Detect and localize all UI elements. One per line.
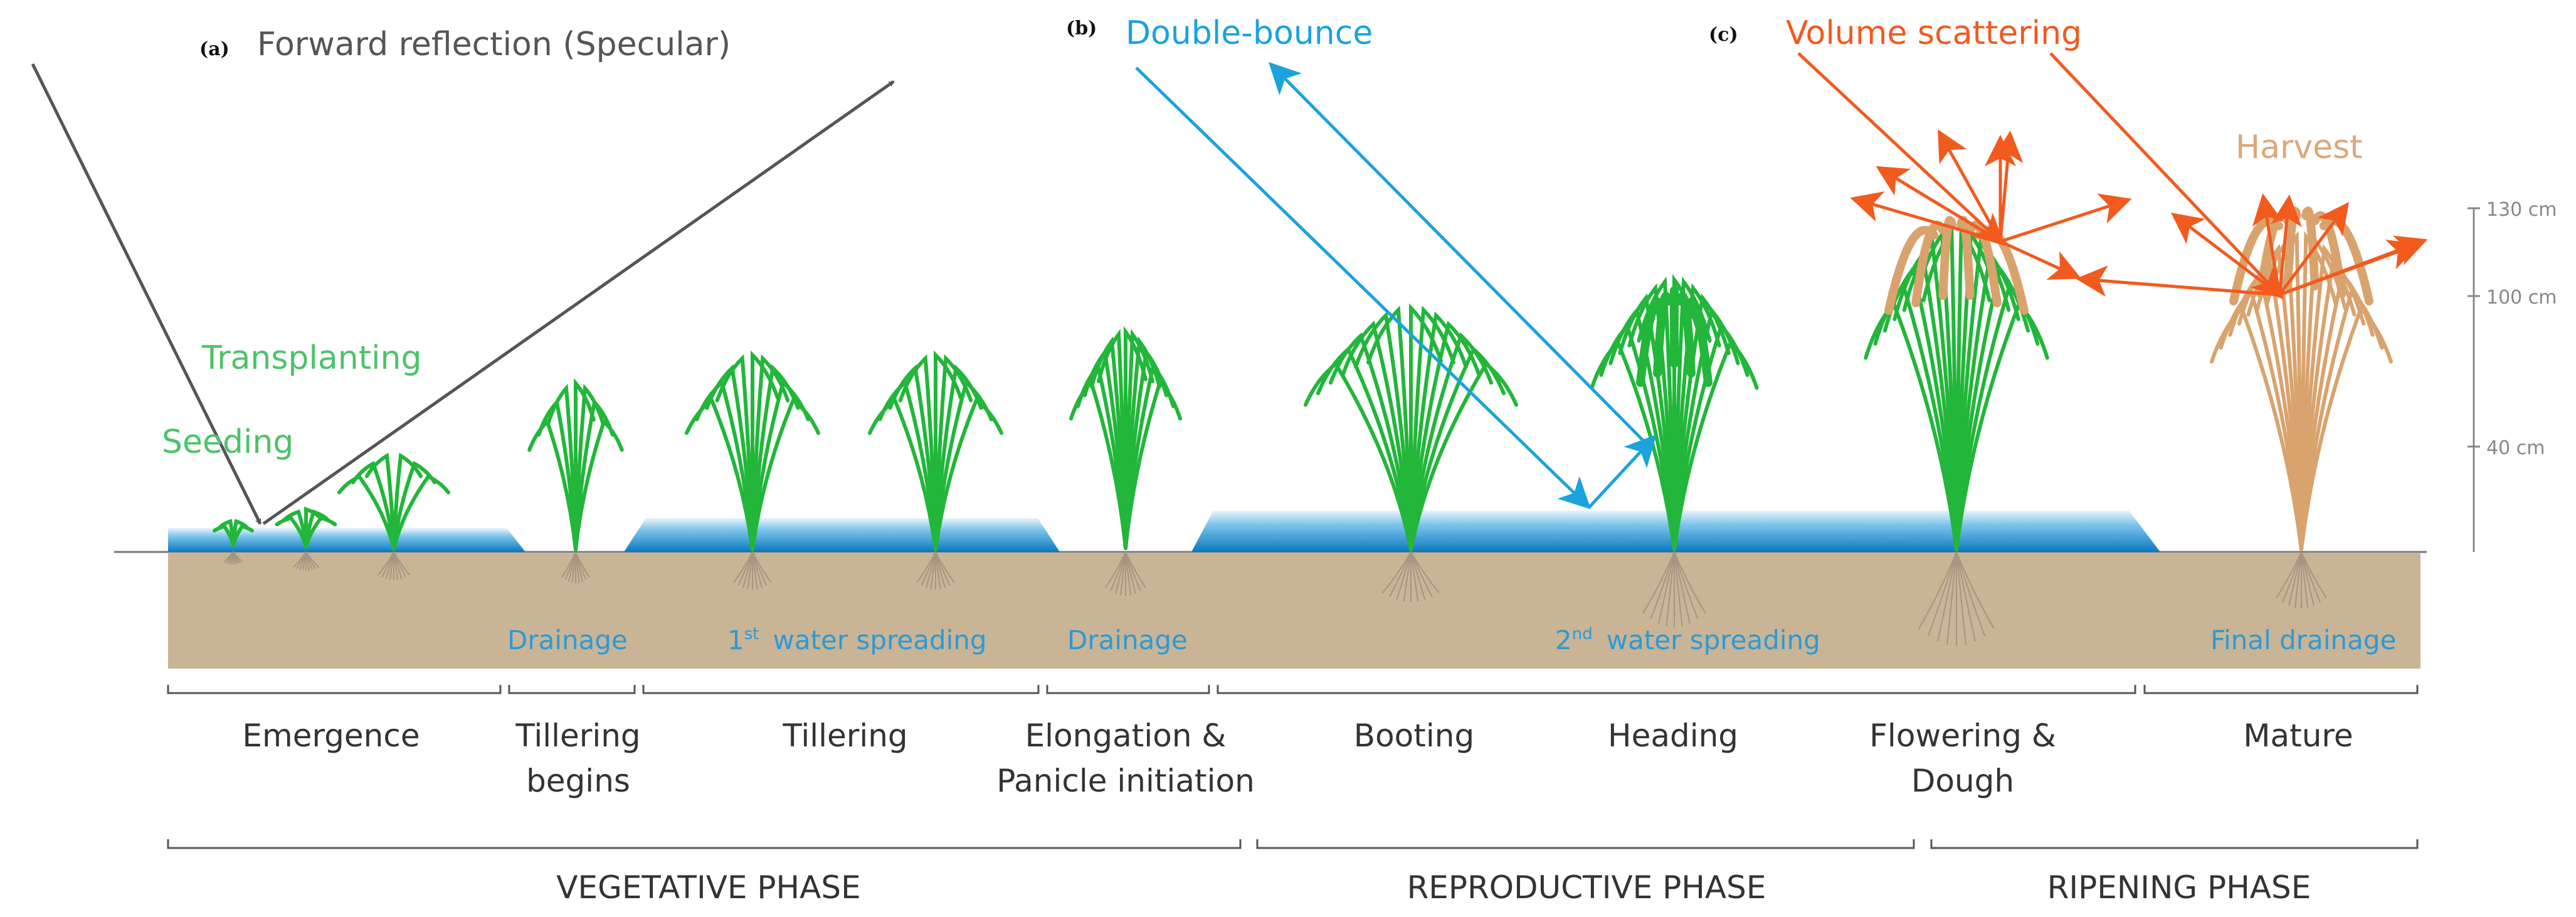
seedling-plant [213, 519, 254, 548]
incident-arrow-c1 [1797, 52, 2005, 246]
incident-arrow-c2 [2049, 52, 2284, 300]
reflected-arrow-a [262, 80, 895, 526]
scatter-arrow-c1-1 [1850, 191, 2001, 243]
stage-label-booting: Booting [1354, 718, 1474, 754]
heading-panicles [1636, 285, 1713, 387]
transplant-roots [293, 551, 319, 571]
stage-brackets [167, 685, 2419, 694]
stage-label-heading: Heading [1608, 718, 1738, 754]
stage-label-emergence: Emergence [242, 718, 420, 754]
drainage-label-1: Drainage [507, 625, 628, 655]
scatter-arrow-c2-2 [2171, 212, 2281, 296]
phase-label-ripening: RIPENING PHASE [2047, 869, 2311, 906]
stage-label-flowering: Flowering & [1869, 718, 2056, 754]
phase-labels: VEGETATIVE PHASE REPRODUCTIVE PHASE RIPE… [556, 869, 2311, 906]
scatter-arrow-c2-7 [2279, 240, 2420, 297]
tillering-2-roots [916, 551, 955, 590]
transplant-plant [275, 506, 337, 549]
stage-labels: Emergence Tillering begins Tillering Elo… [242, 718, 2353, 799]
drainage-label-2: Drainage [1067, 625, 1188, 655]
scatter-arrow-c1-5 [1992, 130, 2024, 242]
tillering-plant-2 [868, 350, 1003, 551]
incident-arrow-a [31, 63, 262, 525]
stage-label-tillering: Tillering [782, 718, 907, 754]
soil-layer [168, 553, 2420, 669]
scatter-arrow-c2-4 [2271, 194, 2302, 295]
stage-label-tillering-begins: Tillering [515, 718, 640, 754]
harvest-label: Harvest [2236, 129, 2363, 166]
booting-plant [1304, 303, 1518, 551]
water-band-tillering [624, 518, 1060, 552]
volume-scattering-arrows [1797, 52, 2428, 300]
stage-label-mature: Mature [2243, 718, 2353, 754]
phase-brackets [167, 839, 2419, 849]
heading-roots [1642, 551, 1706, 627]
stage-label-panicle-initiation: Panicle initiation [996, 763, 1255, 799]
elongation-roots [1105, 551, 1146, 596]
scatter-arrow-c2-1 [2076, 265, 2280, 297]
transplanting-label: Transplanting [201, 339, 422, 377]
stage-label-elongation: Elongation & [1025, 718, 1227, 754]
scatter-arrow-c1-3 [1938, 129, 2002, 243]
scatter-arrow-c2-3 [2252, 193, 2284, 295]
incident-arrow-b [1135, 66, 1592, 509]
panel-title-c: Volume scattering [1786, 14, 2082, 52]
flowering-roots [1918, 551, 1995, 646]
panel-title-b: Double-bounce [1126, 14, 1373, 52]
emergence-plant [337, 452, 450, 551]
elongation-plant [1069, 326, 1182, 550]
scatter-arrow-c2-5 [2278, 202, 2349, 296]
height-scale: 130 cm 100 cm 40 cm [2468, 199, 2557, 552]
height-label-100: 100 cm [2486, 287, 2557, 309]
water-band-emergence [168, 528, 525, 552]
bounce-segment-b [1588, 434, 1657, 508]
stage-label-tillering-begins-2: begins [526, 763, 630, 799]
final-drainage-label: Final drainage [2210, 625, 2396, 655]
tillering-1-roots [733, 551, 772, 590]
scatter-arrow-c1-6 [2000, 193, 2132, 243]
flowering-panicles [1884, 215, 2029, 315]
scatter-arrow-c1-2 [1876, 166, 2002, 243]
rice-plants [213, 206, 2393, 646]
double-bounce-arrows [1135, 61, 1657, 509]
stage-label-dough: Dough [1911, 763, 2014, 799]
panel-tag-c: (c) [1709, 24, 1738, 46]
height-label-130: 130 cm [2486, 199, 2557, 221]
phase-label-vegetative: VEGETATIVE PHASE [556, 869, 860, 906]
emergence-roots [377, 551, 410, 580]
scatter-arrow-c1-7 [1999, 240, 2082, 280]
mature-roots [2276, 551, 2327, 608]
tillering-begins-roots [561, 551, 590, 583]
water-layer [168, 511, 2160, 552]
tillering-begins-plant [527, 378, 624, 551]
phase-label-reproductive: REPRODUCTIVE PHASE [1407, 869, 1766, 906]
panel-tag-a: (a) [199, 38, 230, 60]
tillering-plant-1 [685, 350, 820, 551]
forward-reflection-arrows [31, 63, 895, 526]
booting-roots [1382, 551, 1440, 602]
seeding-label: Seeding [162, 423, 293, 461]
panel-title-a: Forward reflection (Specular) [257, 26, 731, 63]
return-arrow-b [1268, 61, 1650, 448]
panel-tag-b: (b) [1066, 18, 1097, 40]
seedling-roots [223, 551, 243, 565]
height-label-40: 40 cm [2486, 437, 2545, 459]
